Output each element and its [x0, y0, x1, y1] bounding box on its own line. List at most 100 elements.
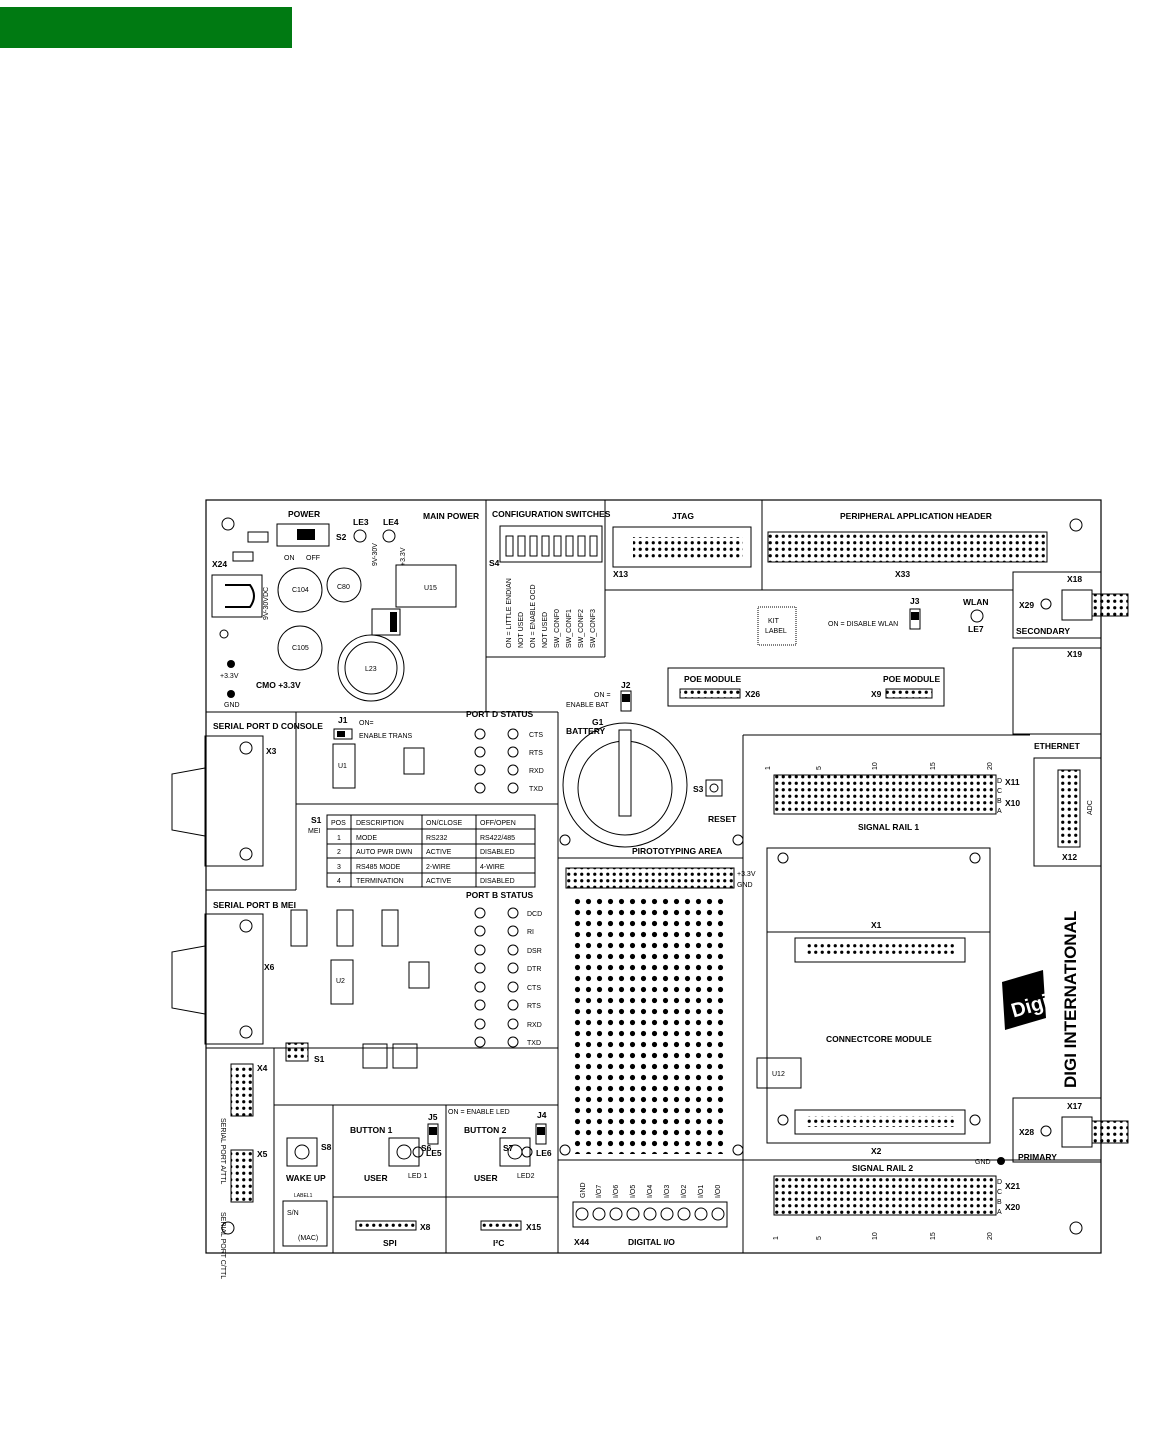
- s8-ref: S8: [321, 1142, 332, 1152]
- svg-text:I/O7: I/O7: [596, 1185, 603, 1198]
- port-d-rts: RTS: [529, 750, 543, 757]
- capacitor-c104: [277, 567, 323, 613]
- dip-switch-s4[interactable]: [499, 525, 603, 563]
- x9-header[interactable]: [885, 688, 933, 699]
- rail1-num-10: 10: [872, 762, 879, 770]
- module-connector-x2[interactable]: [794, 1109, 966, 1135]
- port-d-status-label: PORT D STATUS: [466, 709, 534, 719]
- svg-text:GND: GND: [580, 1182, 587, 1198]
- ethernet-jack-x19[interactable]: [1012, 647, 1102, 735]
- user-button-s6[interactable]: [388, 1137, 420, 1167]
- s6-button-cap: [396, 1144, 412, 1160]
- proto-power-rails[interactable]: [565, 867, 735, 889]
- x9-ref: X9: [871, 689, 882, 699]
- x28-connector[interactable]: [1040, 1125, 1052, 1137]
- poe-module-label-2: POE MODULE: [883, 674, 940, 684]
- j1-jumper[interactable]: [333, 728, 353, 740]
- v3-part: [371, 608, 401, 636]
- le4-led: [382, 529, 396, 543]
- j2-ref: J2: [621, 680, 631, 690]
- i2c-header-x15[interactable]: [480, 1220, 522, 1231]
- jtag-label: JTAG: [672, 511, 694, 521]
- j4-ref: J4: [537, 1110, 547, 1120]
- dip-switch-toggles: [505, 535, 598, 557]
- v5-part: [247, 531, 269, 543]
- dc-jack-barrel: [225, 584, 255, 608]
- chip-u1: [332, 743, 356, 789]
- reset-button-s3[interactable]: [705, 779, 723, 797]
- spi-header-x8[interactable]: [355, 1220, 417, 1231]
- adc-label: ADC: [1087, 800, 1094, 815]
- db9-connector-x3[interactable]: [204, 735, 264, 867]
- j5-jumper-cap: [429, 1127, 437, 1135]
- x19-ref: X19: [1067, 649, 1082, 659]
- j3-jumper[interactable]: [909, 608, 921, 630]
- x4-ref: X4: [257, 1063, 268, 1073]
- enable-trans-note-2: ENABLE TRANS: [359, 733, 412, 740]
- transistor-q2: [362, 1043, 388, 1069]
- button2-label: BUTTON 2: [464, 1125, 507, 1135]
- svg-text:2: 2: [337, 849, 341, 856]
- signal-rail-2-x20-x21[interactable]: [773, 1175, 997, 1216]
- mei-header-off: OFF/OPEN: [480, 820, 516, 827]
- serial-port-b-label: SERIAL PORT B MEI: [213, 900, 296, 910]
- module-connector-x1[interactable]: [794, 937, 966, 963]
- power-switch-s2[interactable]: [276, 523, 330, 547]
- digi-logo: Digi: [1002, 970, 1051, 1030]
- chip-u3: [381, 909, 399, 947]
- svg-text:TERMINATION: TERMINATION: [356, 878, 404, 885]
- svg-text:RS422/485: RS422/485: [480, 835, 515, 842]
- x11-ref: X11: [1005, 777, 1020, 787]
- serial-port-d-label: SERIAL PORT D CONSOLE: [213, 721, 323, 731]
- j4-jumper[interactable]: [535, 1123, 547, 1145]
- mounting-holes: [221, 517, 1083, 1235]
- jtag-header-x13[interactable]: [612, 526, 752, 568]
- x1-pins: [805, 944, 955, 955]
- adc-header-x12[interactable]: [1057, 769, 1081, 848]
- port-d-cts: CTS: [529, 732, 543, 739]
- user-button-s7[interactable]: [499, 1137, 531, 1167]
- x29-connector[interactable]: [1040, 598, 1052, 610]
- header-x5[interactable]: [230, 1149, 254, 1203]
- wake-up-button-s8[interactable]: [286, 1137, 318, 1167]
- j5-jumper[interactable]: [427, 1123, 439, 1145]
- digital-io-terminal-x44[interactable]: [572, 1201, 728, 1228]
- kit-label-2: LABEL: [765, 628, 787, 635]
- x6-ref: X6: [264, 962, 275, 972]
- x26-header[interactable]: [679, 688, 741, 699]
- j2-jumper[interactable]: [620, 690, 632, 712]
- u1-ref: U1: [338, 763, 347, 770]
- x12-ref: X12: [1062, 852, 1077, 862]
- peripheral-header-x33[interactable]: [767, 531, 1048, 563]
- led1-label: LED 1: [408, 1173, 428, 1180]
- header-x4[interactable]: [230, 1063, 254, 1117]
- rail2-row-a: A: [997, 1209, 1002, 1216]
- dip-switch-s1[interactable]: [285, 1042, 309, 1062]
- kit-label-1: KIT: [768, 618, 780, 625]
- j1-jumper-cap: [337, 731, 345, 737]
- main-power-label: MAIN POWER: [423, 511, 479, 521]
- svg-text:I/O1: I/O1: [698, 1185, 705, 1198]
- db9-connector-x6[interactable]: [204, 913, 264, 1045]
- svg-text:I/O3: I/O3: [664, 1185, 671, 1198]
- mei-header-on: ON/CLOSE: [426, 820, 463, 827]
- prototyping-grid[interactable]: [572, 896, 726, 1154]
- port-b-dcd: DCD: [527, 911, 542, 918]
- db9-x3-screw-top: [239, 741, 253, 755]
- svg-text:I/O5: I/O5: [630, 1185, 637, 1198]
- brand-label: DIGI INTERNATIONAL: [1061, 911, 1080, 1088]
- led2-label: LED2: [517, 1173, 535, 1180]
- le4-voltage: +3.3V: [400, 547, 407, 566]
- le7-ref: LE7: [968, 624, 984, 634]
- j5-ref: J5: [428, 1112, 438, 1122]
- poe-module-box: [667, 667, 945, 707]
- enable-bat-note-1: ON =: [594, 692, 611, 699]
- dc-jack-x24[interactable]: [211, 574, 263, 618]
- chip-u13: [408, 961, 430, 989]
- c105-ref: C105: [292, 645, 309, 652]
- power-label: POWER: [288, 509, 320, 519]
- db9-x6-screw-top: [239, 919, 253, 933]
- signal-rail-1-x10-x11[interactable]: [773, 774, 997, 815]
- rail2-row-d: D: [997, 1179, 1002, 1186]
